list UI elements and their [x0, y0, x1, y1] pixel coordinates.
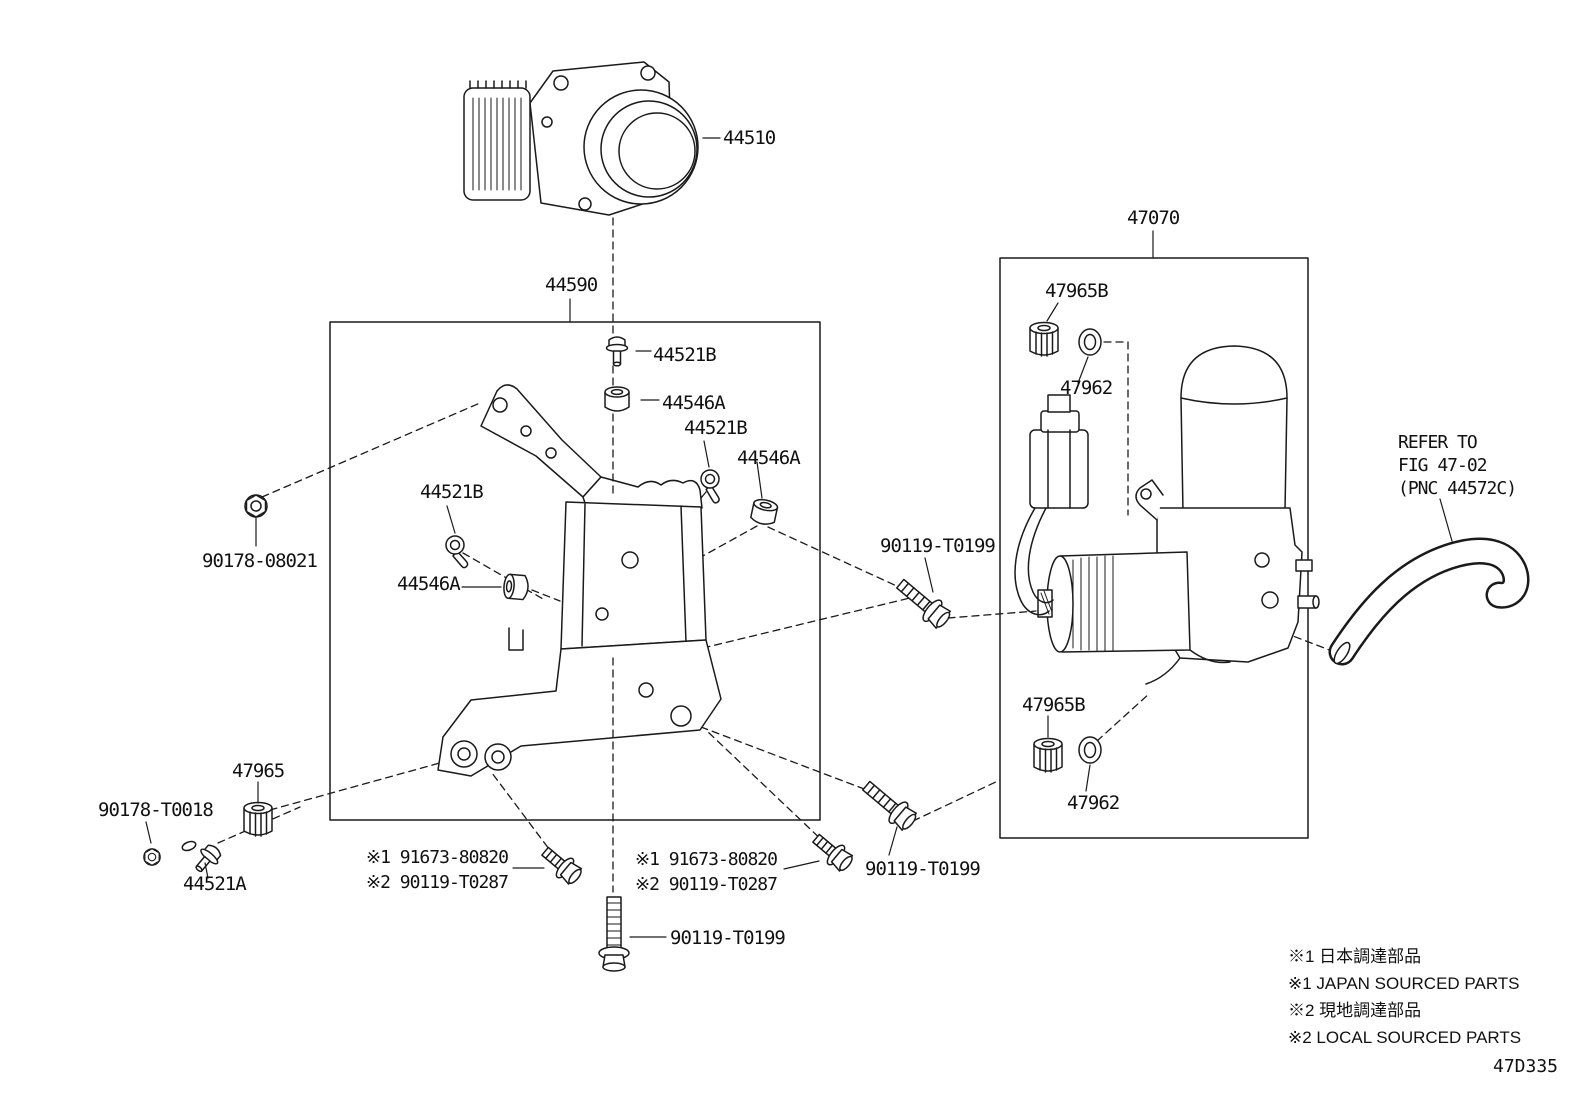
abs-actuator-drawing	[463, 61, 699, 216]
legend-en-1: ※1 JAPAN SOURCED PARTS	[1288, 974, 1520, 993]
sourcing-legend: ※1 日本調達部品 ※1 JAPAN SOURCED PARTS ※2 現地調達…	[1288, 943, 1521, 1051]
callout-44546A-1[interactable]: 44546A	[662, 392, 726, 414]
callout-90178-T0018[interactable]: 90178-T0018	[98, 799, 214, 821]
callout-44546A-2[interactable]: 44546A	[737, 447, 801, 469]
refer-note[interactable]: REFER TO FIG 47-02 (PNC 44572C)	[1398, 431, 1517, 500]
brake-booster-pump-drawing	[1014, 345, 1320, 685]
callout-90119-T0199-bottom[interactable]: 90119-T0199	[670, 927, 786, 949]
callout-47962-2[interactable]: 47962	[1067, 792, 1120, 814]
callout-47965B-2[interactable]: 47965B	[1022, 694, 1086, 716]
alt-part-line-1[interactable]: ※1 91673-80820	[635, 849, 778, 870]
legend-jp-1: ※1 日本調達部品	[1288, 947, 1422, 966]
alt-part-line-2[interactable]: ※2 90119-T0287	[635, 874, 778, 895]
bracket-drawing	[437, 384, 722, 777]
callout-44510[interactable]: 44510	[723, 127, 776, 149]
callout-90178-08021[interactable]: 90178-08021	[202, 550, 318, 572]
refer-line-1: REFER TO	[1398, 432, 1478, 453]
callout-44521A[interactable]: 44521A	[183, 873, 247, 895]
callout-alt-parts-right[interactable]: ※1 91673-80820 ※2 90119-T0287	[635, 847, 778, 897]
callout-90119-T0199-low[interactable]: 90119-T0199	[865, 858, 981, 880]
legend-en-2: ※2 LOCAL SOURCED PARTS	[1288, 1028, 1522, 1047]
leader-lines	[145, 137, 1453, 938]
callout-44590[interactable]: 44590	[545, 274, 598, 296]
callout-44521B-1[interactable]: 44521B	[653, 344, 717, 366]
callout-47965B-1[interactable]: 47965B	[1045, 280, 1109, 302]
alt-part-line-2[interactable]: ※2 90119-T0287	[366, 872, 509, 893]
callout-alt-parts-left[interactable]: ※1 91673-80820 ※2 90119-T0287	[366, 845, 509, 895]
figure-code: 47D335	[1493, 1056, 1559, 1077]
callout-44521B-2[interactable]: 44521B	[684, 417, 748, 439]
refer-line-3: (PNC 44572C)	[1398, 478, 1517, 499]
long-bolt-drawing	[598, 896, 630, 972]
callout-47962-1[interactable]: 47962	[1060, 377, 1113, 399]
assembly-dashed-lines	[217, 341, 1341, 858]
callout-47070[interactable]: 47070	[1127, 207, 1180, 229]
fastener-drawings	[143, 336, 955, 889]
callout-44521B-3[interactable]: 44521B	[420, 481, 484, 503]
bracket-assembly-box	[329, 321, 821, 821]
callout-47965[interactable]: 47965	[232, 760, 285, 782]
callout-44546A-3[interactable]: 44546A	[397, 573, 461, 595]
refer-line-2: FIG 47-02	[1398, 455, 1488, 476]
legend-jp-2: ※2 現地調達部品	[1288, 1001, 1422, 1020]
hose-drawing	[1328, 537, 1530, 666]
alt-part-line-1[interactable]: ※1 91673-80820	[366, 847, 509, 868]
callout-90119-T0199-mid[interactable]: 90119-T0199	[880, 535, 996, 557]
pump-assembly-box	[999, 257, 1309, 839]
